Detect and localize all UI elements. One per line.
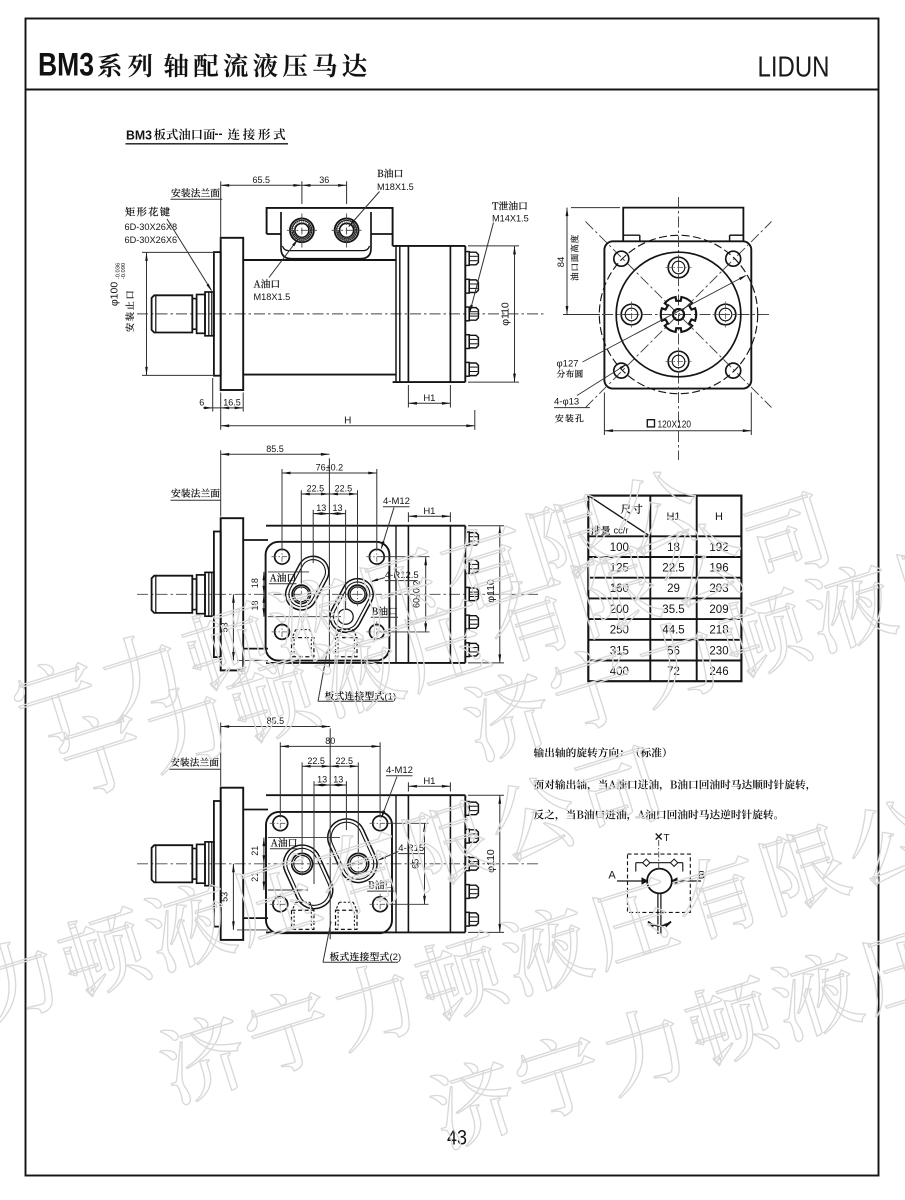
svg-text:H: H	[344, 415, 351, 426]
svg-text:φ110: φ110	[500, 302, 512, 326]
svg-text:13: 13	[317, 775, 327, 785]
svg-text:6D-30X26X6: 6D-30X26X6	[125, 235, 178, 245]
svg-text:(2): (2)	[390, 952, 402, 963]
svg-text:--: --	[215, 127, 223, 141]
svg-text:4-M12: 4-M12	[386, 765, 413, 776]
svg-text:φ100: φ100	[109, 282, 121, 306]
svg-text:21: 21	[250, 846, 260, 856]
svg-text:(1): (1)	[385, 692, 397, 703]
svg-text:φ127: φ127	[557, 359, 579, 370]
svg-text:18: 18	[250, 578, 260, 588]
svg-text:246: 246	[709, 666, 728, 678]
svg-text:53: 53	[219, 622, 229, 632]
svg-text:13: 13	[316, 503, 326, 513]
svg-text:6: 6	[199, 397, 204, 407]
svg-text:218: 218	[709, 625, 728, 637]
svg-text:M18X1.5: M18X1.5	[377, 182, 414, 192]
svg-text:65.5: 65.5	[253, 175, 271, 185]
svg-text:4-R12.5: 4-R12.5	[385, 570, 419, 581]
svg-text:18: 18	[250, 600, 260, 610]
svg-text:203: 203	[709, 583, 728, 595]
svg-text:80: 80	[325, 736, 335, 746]
svg-text:120X120: 120X120	[658, 419, 692, 430]
svg-text:cc/r: cc/r	[614, 526, 629, 536]
svg-text:H1: H1	[666, 511, 680, 523]
svg-text:BM3: BM3	[38, 47, 94, 83]
svg-text:4-φ13: 4-φ13	[554, 397, 579, 408]
svg-text:M18X1.5: M18X1.5	[254, 292, 291, 302]
svg-text:13: 13	[333, 775, 343, 785]
svg-text:200: 200	[610, 604, 629, 616]
svg-text:36: 36	[319, 175, 329, 185]
svg-text:T: T	[664, 833, 670, 844]
svg-text:φ110: φ110	[485, 579, 497, 603]
svg-text:-0.090: -0.090	[121, 263, 127, 279]
svg-text:A: A	[608, 870, 616, 882]
svg-text:209: 209	[709, 604, 728, 616]
svg-text:230: 230	[709, 645, 728, 657]
svg-text:18: 18	[667, 542, 680, 554]
svg-text:53: 53	[219, 892, 229, 902]
svg-text:H1: H1	[423, 393, 435, 404]
svg-text:22.5: 22.5	[335, 756, 353, 766]
svg-text:H1: H1	[423, 506, 435, 517]
svg-text:M14X1.5: M14X1.5	[492, 214, 529, 224]
svg-text:H: H	[715, 511, 723, 523]
svg-text:84: 84	[556, 257, 567, 268]
svg-text:4-M12: 4-M12	[383, 496, 410, 507]
svg-text:44.5: 44.5	[662, 625, 684, 637]
svg-text:H1: H1	[423, 776, 435, 787]
svg-text:16.5: 16.5	[223, 397, 241, 407]
svg-text:LIDUN: LIDUN	[758, 52, 830, 84]
svg-text:13: 13	[332, 503, 342, 513]
svg-text:85.5: 85.5	[266, 444, 284, 454]
svg-text:22.5: 22.5	[307, 484, 325, 494]
svg-text:29: 29	[667, 583, 680, 595]
svg-text:BM3: BM3	[126, 128, 152, 143]
svg-text:22.5: 22.5	[307, 756, 325, 766]
svg-text:100: 100	[610, 542, 629, 554]
svg-text:76±0.2: 76±0.2	[316, 463, 343, 473]
svg-text:35.5: 35.5	[662, 604, 684, 616]
svg-text:21: 21	[250, 872, 260, 882]
svg-text:-0.036: -0.036	[116, 263, 122, 279]
svg-text:6D-30X26X8: 6D-30X26X8	[125, 222, 178, 232]
svg-text:φ110: φ110	[485, 849, 497, 873]
svg-text:22.5: 22.5	[335, 484, 353, 494]
